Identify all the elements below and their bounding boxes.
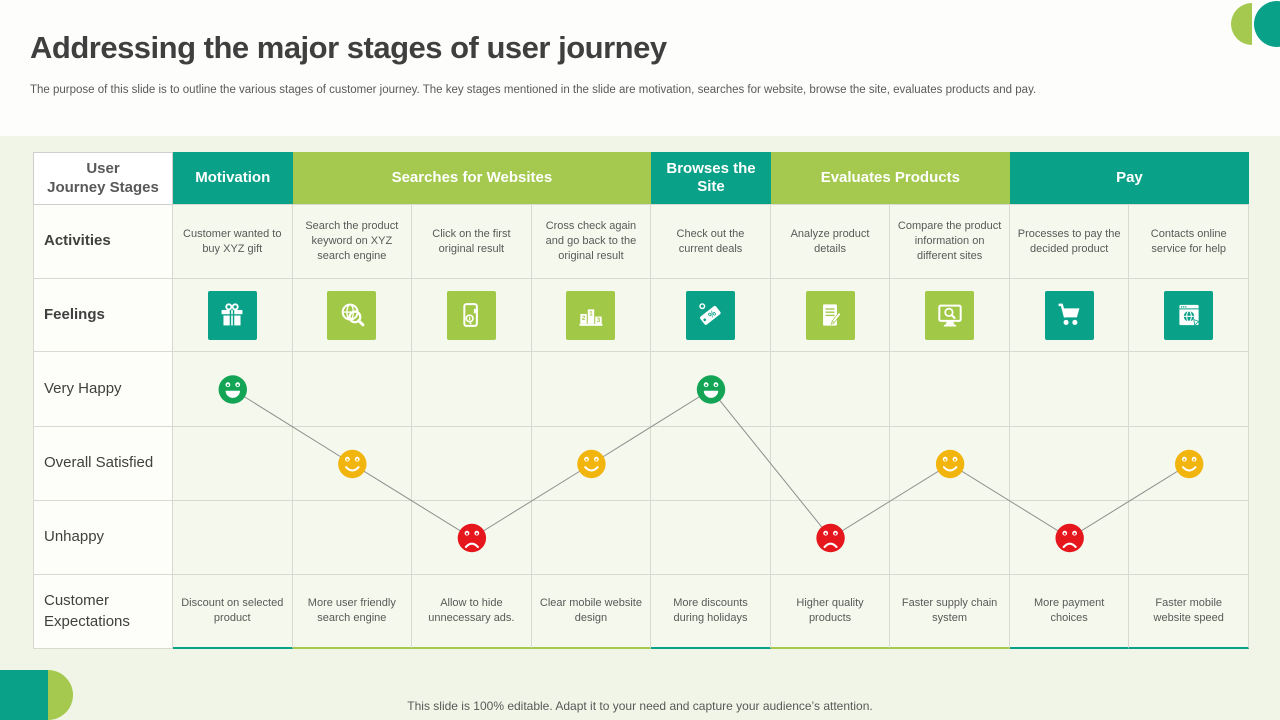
brand-logo-bottom-left — [0, 670, 73, 720]
feeling-icon-cell — [1009, 279, 1130, 352]
grid-cell — [412, 501, 532, 575]
activity-cell: Processes to pay the decided product — [1009, 205, 1130, 279]
activity-cell: Search the product keyword on XYZ search… — [292, 205, 413, 279]
page-title: Addressing the major stages of user jour… — [30, 30, 667, 65]
grid-cell — [770, 501, 891, 575]
row-label-customer-expectations: Customer Expectations — [33, 575, 173, 649]
row-label-overall-satisfied: Overall Satisfied — [33, 427, 173, 501]
svg-text:3: 3 — [597, 317, 601, 324]
grid-cell — [531, 427, 652, 501]
expectation-cell: Faster supply chain system — [890, 575, 1010, 649]
svg-text:%: % — [707, 308, 719, 320]
grid-cell — [292, 501, 413, 575]
mobile-click-icon — [446, 290, 496, 340]
feeling-icon-cell: % — [651, 279, 771, 352]
grid-cell — [770, 352, 891, 427]
expectation-cell: Higher quality products — [770, 575, 891, 649]
footer-note: This slide is 100% editable. Adapt it to… — [407, 699, 873, 713]
grid-cell — [890, 427, 1010, 501]
row-label-feelings: Feelings — [33, 279, 173, 352]
expectation-cell: Allow to hide unnecessary ads. — [412, 575, 532, 649]
grid-cell — [890, 501, 1010, 575]
grid-cell — [173, 427, 293, 501]
expectation-cell: More discounts during holidays — [651, 575, 771, 649]
grid-cell — [890, 352, 1010, 427]
corner-header: User Journey Stages — [33, 152, 173, 205]
grid-cell — [173, 501, 293, 575]
grid-cell — [1129, 427, 1249, 501]
grid-cell — [292, 352, 413, 427]
expectation-cell: More payment choices — [1009, 575, 1130, 649]
group-header-searches: Searches for Websites — [292, 152, 652, 205]
feeling-icon-cell — [292, 279, 413, 352]
activity-cell: Click on the first original result — [412, 205, 532, 279]
browser-globe-icon — [1164, 290, 1214, 340]
brand-logo-top-right — [1231, 1, 1280, 47]
activity-cell: Cross check again and go back to the ori… — [531, 205, 652, 279]
expectation-cell: Faster mobile website speed — [1129, 575, 1249, 649]
monitor-search-icon — [925, 290, 975, 340]
activity-cell: Check out the current deals — [651, 205, 771, 279]
document-analysis-icon — [805, 290, 855, 340]
grid-cell — [531, 501, 652, 575]
expectation-cell: More user friendly search engine — [292, 575, 413, 649]
discount-tag-icon: % — [685, 290, 735, 340]
grid-cell — [1129, 501, 1249, 575]
row-label-activities: Activities — [33, 205, 173, 279]
feeling-icon-cell — [770, 279, 891, 352]
gift-icon — [207, 290, 257, 340]
feeling-icon-cell — [412, 279, 532, 352]
feeling-icon-cell — [1129, 279, 1249, 352]
group-header-evaluates: Evaluates Products — [770, 152, 1010, 205]
page-subtitle: The purpose of this slide is to outline … — [30, 84, 1037, 96]
grid-cell — [651, 427, 771, 501]
grid-cell — [1009, 352, 1130, 427]
grid-cell — [770, 427, 891, 501]
grid-cell — [1009, 427, 1130, 501]
feeling-icon-cell — [890, 279, 1010, 352]
svg-text:1: 1 — [589, 311, 593, 318]
activity-cell: Compare the product information on diffe… — [890, 205, 1010, 279]
group-header-pay: Pay — [1009, 152, 1249, 205]
grid-cell — [651, 501, 771, 575]
journey-table: User Journey Stages Motivation Searches … — [33, 152, 1249, 649]
feeling-icon-cell — [173, 279, 293, 352]
grid-cell — [292, 427, 413, 501]
activity-cell: Contacts online service for help — [1129, 205, 1249, 279]
grid-cell — [1129, 352, 1249, 427]
grid-cell — [412, 427, 532, 501]
expectation-cell: Discount on selected product — [173, 575, 293, 649]
shopping-cart-icon — [1044, 290, 1094, 340]
globe-search-icon — [327, 290, 377, 340]
activity-cell: Customer wanted to buy XYZ gift — [173, 205, 293, 279]
expectation-cell: Clear mobile website design — [531, 575, 652, 649]
svg-text:2: 2 — [582, 315, 586, 322]
grid-cell — [173, 352, 293, 427]
group-header-motivation: Motivation — [173, 152, 293, 205]
grid-cell — [651, 352, 771, 427]
grid-cell — [531, 352, 652, 427]
row-label-unhappy: Unhappy — [33, 501, 173, 575]
grid-cell — [1009, 501, 1130, 575]
row-label-very-happy: Very Happy — [33, 352, 173, 427]
grid-cell — [412, 352, 532, 427]
activity-cell: Analyze product details — [770, 205, 891, 279]
group-header-browses: Browses the Site — [651, 152, 771, 205]
